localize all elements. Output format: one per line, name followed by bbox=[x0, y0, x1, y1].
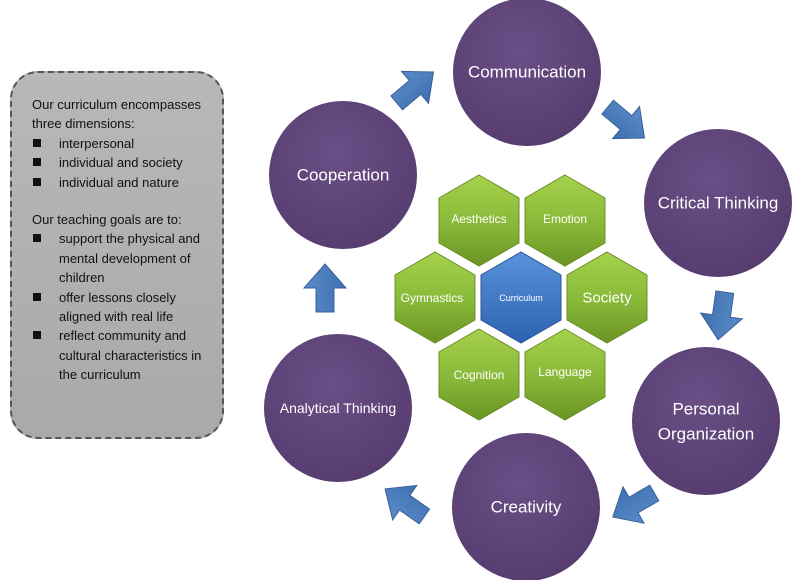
arrow-icon bbox=[302, 263, 348, 313]
dimension-item: interpersonal bbox=[32, 134, 212, 153]
dimensions-intro: Our curriculum encompasses three dimensi… bbox=[32, 97, 202, 132]
personal-organization-label: Organization bbox=[658, 425, 754, 444]
cooperation-label: Cooperation bbox=[297, 166, 390, 185]
arrow-icon bbox=[699, 290, 744, 341]
arrow-icon bbox=[384, 484, 431, 525]
cognition-hexagon bbox=[438, 328, 520, 421]
dimensions-list: interpersonal individual and society ind… bbox=[32, 134, 212, 192]
goal-item: reflect community and cultural character… bbox=[32, 326, 212, 384]
honeycomb-labels: Aesthetics Emotion Gymnastics Curriculum… bbox=[401, 212, 632, 382]
language-label: Language bbox=[538, 365, 592, 379]
communication-circle bbox=[453, 0, 601, 146]
personal-organization-circle bbox=[632, 347, 780, 495]
aesthetics-label: Aesthetics bbox=[451, 212, 506, 226]
language-hexagon bbox=[524, 328, 606, 421]
cooperation-circle bbox=[269, 101, 417, 249]
goals-intro: Our teaching goals are to: bbox=[32, 212, 182, 228]
society-label: Society bbox=[582, 290, 632, 307]
society-hexagon bbox=[566, 251, 648, 344]
critical-thinking-circle bbox=[644, 129, 792, 277]
curriculum-honeycomb bbox=[394, 174, 648, 421]
goal-item: offer lessons closely aligned with real … bbox=[32, 288, 212, 327]
dimension-item: individual and nature bbox=[32, 173, 212, 192]
dimension-item: individual and society bbox=[32, 153, 212, 172]
gymnastics-hexagon bbox=[394, 251, 476, 344]
cycle-circles bbox=[264, 0, 792, 580]
cognition-label: Cognition bbox=[454, 368, 505, 382]
emotion-hexagon bbox=[524, 174, 606, 267]
critical-thinking-label: Critical Thinking bbox=[658, 194, 779, 213]
summary-textbox: Our curriculum encompasses three dimensi… bbox=[10, 71, 224, 439]
goal-item: support the physical and mental developm… bbox=[32, 229, 212, 287]
cycle-arrows bbox=[302, 70, 744, 525]
personal-organization-label: Personal bbox=[672, 400, 739, 419]
cycle-labels: Communication Critical Thinking Personal… bbox=[280, 63, 779, 517]
emotion-label: Emotion bbox=[543, 212, 587, 226]
arrow-icon bbox=[612, 484, 660, 524]
curriculum-label: Curriculum bbox=[499, 293, 543, 303]
arrow-icon bbox=[601, 99, 646, 140]
curriculum-hexagon bbox=[480, 251, 562, 344]
goals-list: support the physical and mental developm… bbox=[32, 229, 212, 384]
analytical-thinking-label: Analytical Thinking bbox=[280, 400, 396, 416]
analytical-thinking-circle bbox=[264, 334, 412, 482]
creativity-circle bbox=[452, 433, 600, 580]
arrow-icon bbox=[390, 70, 435, 111]
creativity-label: Creativity bbox=[491, 498, 562, 517]
gymnastics-label: Gymnastics bbox=[401, 291, 464, 305]
aesthetics-hexagon bbox=[438, 174, 520, 267]
communication-label: Communication bbox=[468, 63, 586, 82]
